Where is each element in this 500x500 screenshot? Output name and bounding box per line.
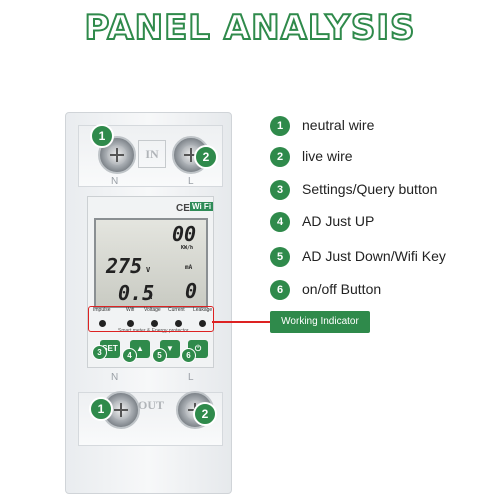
lcd-voltage-value: 275 xyxy=(106,254,143,278)
lcd-power-value: 00 xyxy=(172,222,197,246)
badge-6: 6 xyxy=(181,348,196,363)
lcd-display xyxy=(94,218,208,308)
legend-text: AD Just Down/Wifi Key xyxy=(302,248,446,264)
legend-number: 1 xyxy=(270,116,290,136)
badge-1-top: 1 xyxy=(90,124,114,148)
indicator-led-current xyxy=(175,320,182,327)
ce-mark: CE xyxy=(176,203,190,214)
lcd-leak-value: 0 xyxy=(185,279,198,303)
indicator-label-impulse: Impulse xyxy=(93,307,111,313)
terminal-label-n-bottom: N xyxy=(111,372,119,383)
lcd-voltage-unit: V xyxy=(146,266,151,274)
legend-text: AD Just UP xyxy=(302,213,375,229)
indicator-led-leakage xyxy=(199,320,206,327)
badge-4: 4 xyxy=(122,348,137,363)
working-indicator-label: Working Indicator xyxy=(270,311,370,333)
indicator-label-wifi: Wifi xyxy=(126,307,135,313)
terminal-label-n: N xyxy=(111,176,119,187)
legend-text: live wire xyxy=(302,148,353,164)
legend-text: on/off Button xyxy=(302,281,382,297)
indicator-label-current: Current xyxy=(168,307,185,313)
badge-3: 3 xyxy=(92,345,107,360)
indicator-label-leakage: Leakage xyxy=(193,307,213,313)
badge-1-bottom: 1 xyxy=(89,397,113,421)
indicator-led-wifi xyxy=(127,320,134,327)
screw-icon xyxy=(107,145,127,165)
legend-number: 6 xyxy=(270,280,290,300)
lcd-current-unit: A xyxy=(148,293,153,301)
terminal-label-l: L xyxy=(188,176,194,187)
legend-number: 4 xyxy=(270,212,290,232)
legend-number: 5 xyxy=(270,247,290,267)
badge-2-top: 2 xyxy=(194,145,218,169)
indicator-led-impulse xyxy=(99,320,106,327)
screw-icon xyxy=(111,400,131,420)
lcd-power-unit: KW/h xyxy=(181,245,194,251)
indicator-led-voltage xyxy=(151,320,158,327)
in-label: IN xyxy=(138,140,166,168)
page-title: PANEL ANALYSIS xyxy=(84,7,416,49)
lcd-leak-unit: mA xyxy=(185,264,193,271)
wifi-badge: Wi Fi xyxy=(190,202,214,211)
terminal-label-l-bottom: L xyxy=(188,372,194,383)
legend-number: 2 xyxy=(270,147,290,167)
lcd-current-value: 0.5 xyxy=(118,281,155,305)
out-label: OUT xyxy=(138,398,165,412)
callout-line xyxy=(212,321,270,323)
legend-text: neutral wire xyxy=(302,117,375,133)
indicator-label-voltage: Voltage xyxy=(144,307,161,313)
badge-2-bottom: 2 xyxy=(193,402,217,426)
indicator-row: Impulse Wifi Voltage Current Leakage xyxy=(89,307,213,333)
legend-text: Settings/Query button xyxy=(302,181,438,197)
legend-number: 3 xyxy=(270,180,290,200)
working-indicator-highlight xyxy=(88,306,214,332)
badge-5: 5 xyxy=(152,348,167,363)
